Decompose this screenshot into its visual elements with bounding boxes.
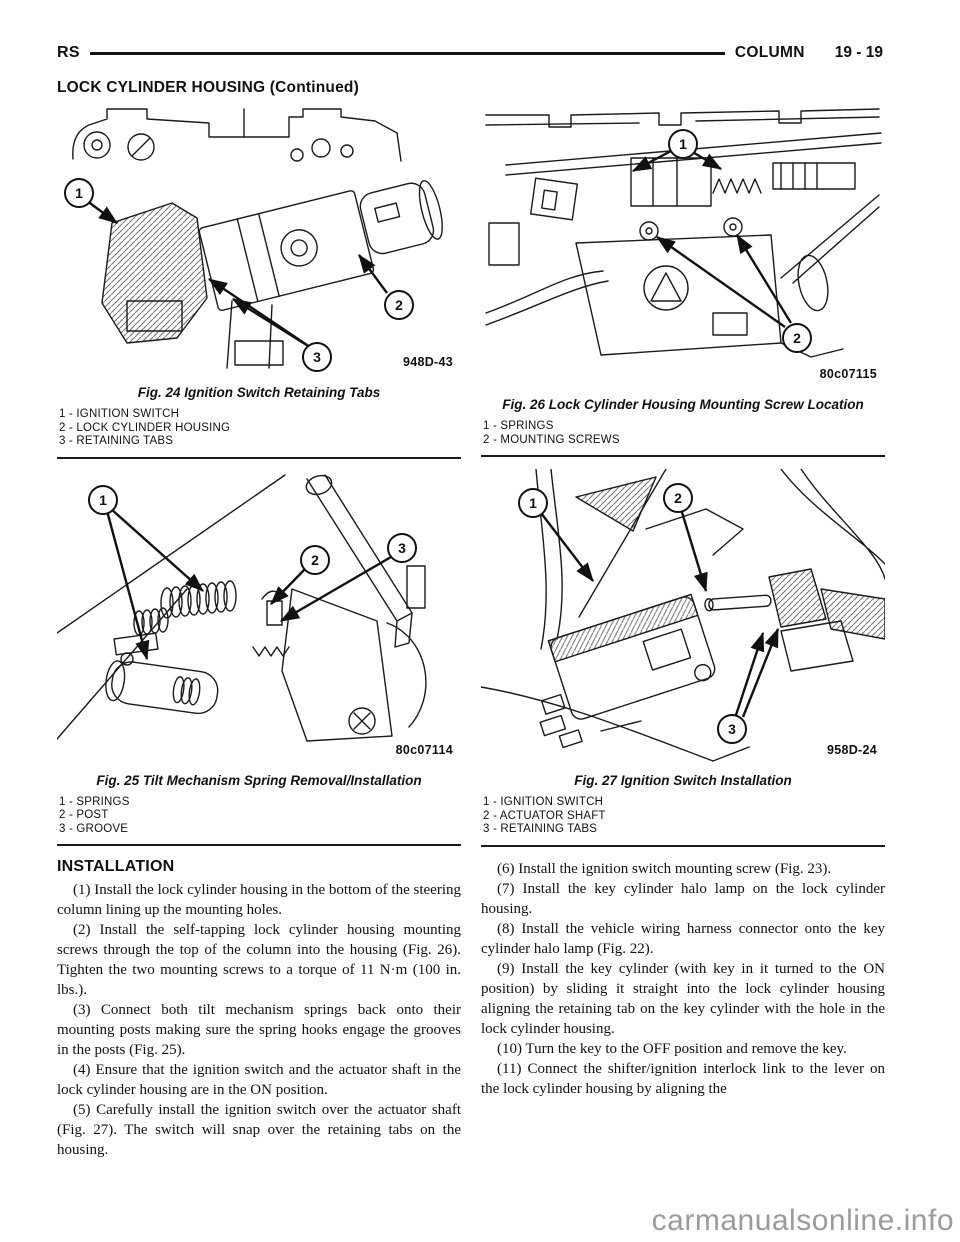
legend-item: 3 - RETAINING TABS (483, 823, 598, 835)
figure-code: 80c07114 (395, 742, 453, 757)
figure-25-legend: 1 - SPRINGS 2 - POST 3 - GROOVE (57, 795, 461, 846)
installation-steps-right: (6) Install the ignition switch mounting… (481, 859, 885, 1099)
step-9: (9) Install the key cylinder (with key i… (481, 960, 885, 1037)
callout-1: 1 (518, 488, 548, 518)
page-title: LOCK CYLINDER HOUSING (Continued) (57, 79, 359, 96)
figure-27-art: 1 2 3 958D-24 (481, 469, 885, 763)
technical-drawing-fig26 (485, 108, 882, 358)
callout-3: 3 (302, 342, 332, 372)
model-code: RS (57, 44, 80, 61)
figure-code: 80c07115 (819, 367, 877, 381)
legend-item: 2 - LOCK CYLINDER HOUSING (59, 421, 231, 434)
figure-26-caption: Fig. 26 Lock Cylinder Housing Mounting S… (502, 397, 864, 412)
technical-drawing-fig24 (72, 108, 443, 369)
step-1: (1) Install the lock cylinder housing in… (57, 882, 461, 918)
step-5: (5) Carefully install the ignition switc… (57, 1102, 461, 1158)
legend-item: 3 - GROOVE (59, 822, 129, 835)
figure-26-art: 1 2 80c07115 (481, 103, 885, 387)
figure-25-tilt-mechanism-spring: 1 2 3 80c07114 Fig. 25 Tilt Mechanism Sp… (57, 470, 461, 846)
figure-27-ignition-switch-installation: 1 2 3 958D-24 Fig. 27 Ignition Switch In… (481, 469, 885, 847)
step-8: (8) Install the vehicle wiring harness c… (481, 920, 885, 957)
installation-heading: INSTALLATION (57, 858, 175, 875)
figure-code: 958D-24 (826, 743, 877, 757)
figure-25-caption: Fig. 25 Tilt Mechanism Spring Removal/In… (96, 772, 422, 788)
step-4: (4) Ensure that the ignition switch and … (57, 1062, 461, 1098)
figure-27-caption: Fig. 27 Ignition Switch Installation (574, 773, 792, 788)
legend-item: 2 - POST (59, 809, 109, 821)
legend-item: 1 - IGNITION SWITCH (483, 796, 604, 808)
figure-24-ignition-switch-retaining-tabs: 1 2 3 948D-43 Fig. 24 Ignition Switch Re… (57, 103, 461, 459)
step-11: (11) Connect the shifter/ignition interl… (481, 1060, 885, 1097)
legend-item: 2 - MOUNTING SCREWS (483, 433, 620, 446)
figure-24-caption: Fig. 24 Ignition Switch Retaining Tabs (137, 385, 381, 400)
legend-item: 1 - SPRINGS (483, 420, 554, 432)
page-number: 19 - 19 (834, 44, 883, 61)
watermark: carmanualsonline.info (651, 1204, 954, 1237)
figure-25-art: 1 2 3 80c07114 (57, 470, 461, 763)
legend-item: 2 - ACTUATOR SHAFT (483, 809, 606, 822)
right-column: 1 2 80c07115 Fig. 26 Lock Cylinder Housi… (481, 103, 885, 1099)
header-rule (89, 51, 725, 55)
step-6: (6) Install the ignition switch mounting… (497, 860, 832, 877)
technical-drawing-fig25 (57, 473, 427, 742)
callout-3: 3 (717, 714, 747, 744)
legend-item: 1 - IGNITION SWITCH (59, 408, 180, 420)
technical-drawing-fig27 (481, 469, 885, 762)
legend-item: 1 - SPRINGS (59, 795, 130, 808)
callout-2: 2 (663, 483, 693, 513)
page-header: RS COLUMN 19 - 19 (57, 44, 883, 62)
step-2: (2) Install the self-tapping lock cylind… (57, 922, 461, 998)
figure-26-mounting-screw-location: 1 2 80c07115 Fig. 26 Lock Cylinder Housi… (481, 103, 885, 457)
callout-2: 2 (300, 544, 330, 575)
figure-26-legend: 1 - SPRINGS 2 - MOUNTING SCREWS (481, 420, 885, 457)
installation-steps-left: (1) Install the lock cylinder housing in… (57, 880, 461, 1160)
legend-item: 3 - RETAINING TABS (59, 435, 174, 447)
step-10: (10) Turn the key to the OFF position an… (497, 1040, 847, 1057)
figure-24-art: 1 2 3 948D-43 (57, 103, 461, 375)
callout-3: 3 (387, 532, 417, 563)
step-3: (3) Connect both tilt mechanism springs … (57, 1002, 461, 1058)
figure-27-legend: 1 - IGNITION SWITCH 2 - ACTUATOR SHAFT 3… (481, 796, 885, 847)
callout-2: 2 (782, 323, 812, 353)
section-name: COLUMN (734, 44, 805, 61)
figure-code: 948D-43 (402, 355, 453, 369)
callout-1: 1 (668, 129, 698, 159)
step-7: (7) Install the key cylinder halo lamp o… (481, 880, 885, 917)
callout-1: 1 (64, 178, 94, 208)
figure-24-legend: 1 - IGNITION SWITCH 2 - LOCK CYLINDER HO… (57, 408, 461, 459)
callout-1: 1 (88, 484, 118, 515)
left-column: 1 2 3 948D-43 Fig. 24 Ignition Switch Re… (57, 103, 461, 1160)
callout-2: 2 (384, 290, 414, 320)
